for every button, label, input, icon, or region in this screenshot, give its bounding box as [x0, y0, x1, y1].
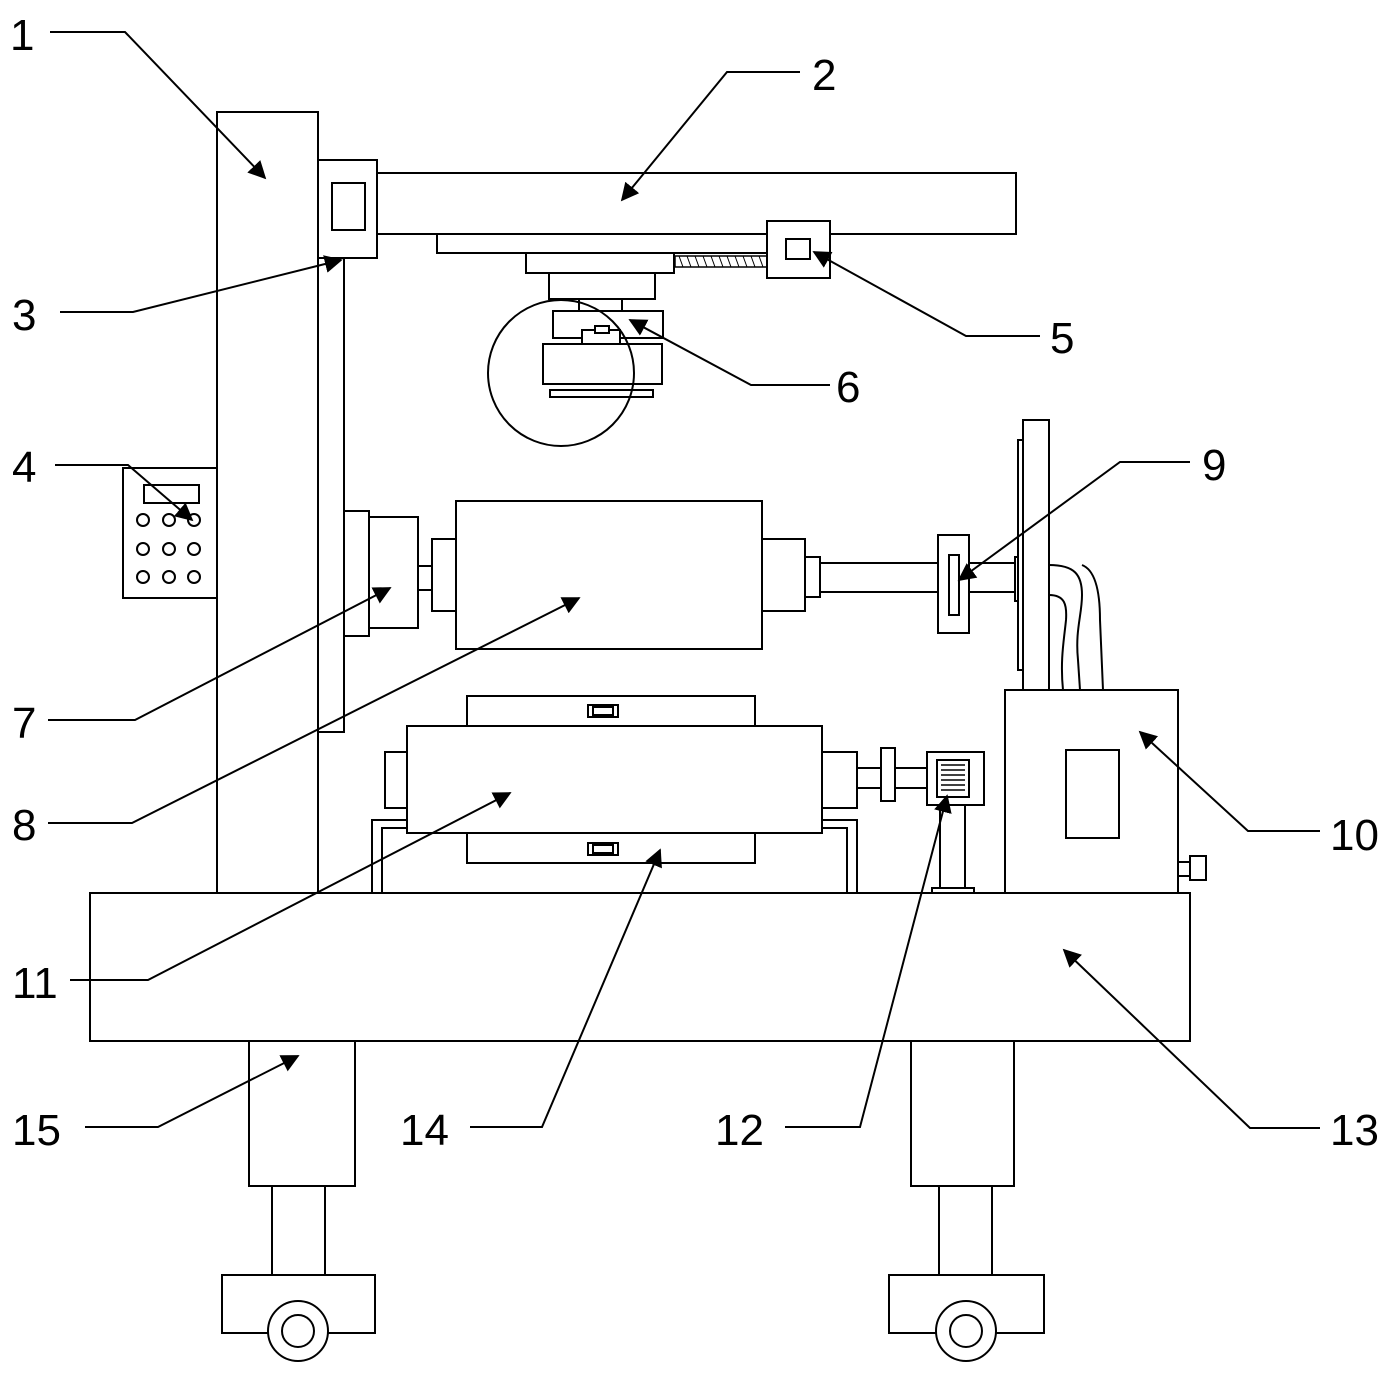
vertical-disc [1014, 419, 1050, 691]
callout-15: 15 [12, 1106, 61, 1155]
callout-13: 13 [1330, 1106, 1379, 1155]
callout-10: 10 [1330, 811, 1379, 860]
leader-15 [85, 1055, 300, 1128]
callout-8: 8 [12, 801, 36, 850]
leader-6 [628, 319, 830, 386]
callout-5: 5 [1050, 314, 1074, 363]
leader-11 [70, 792, 512, 981]
leader-9 [957, 461, 1190, 582]
leader-13 [1062, 948, 1320, 1129]
callout-14: 14 [400, 1106, 449, 1155]
leader-7 [48, 587, 392, 721]
leader-14 [470, 848, 662, 1128]
left-leg [221, 1040, 376, 1362]
callout-1: 1 [10, 11, 34, 60]
workpiece-roller [455, 500, 939, 650]
callout-7: 7 [12, 699, 36, 748]
lower-roller [371, 695, 858, 893]
drive-motor [856, 747, 985, 895]
workbench [89, 892, 1191, 1042]
horizontal-arm [376, 172, 1017, 254]
leader-5 [812, 251, 1040, 337]
slider-block [317, 159, 378, 259]
grinding-head [487, 252, 675, 447]
slide-rail [317, 257, 345, 733]
control-panel [122, 467, 218, 599]
callout-labels: 1 2 3 4 5 6 7 8 9 10 11 12 13 14 15 [10, 11, 1379, 1155]
leader-2 [620, 71, 800, 202]
leader-4 [55, 464, 194, 522]
right-leg [888, 1040, 1045, 1362]
callout-2: 2 [812, 51, 836, 100]
callout-3: 3 [12, 291, 36, 340]
leader-lines [48, 31, 1320, 1129]
callout-12: 12 [715, 1106, 764, 1155]
vertical-column [216, 111, 319, 895]
dust-box [1004, 689, 1207, 894]
screw-motor [674, 220, 831, 279]
callout-4: 4 [12, 443, 36, 492]
leader-12 [785, 794, 952, 1128]
leader-1 [50, 31, 267, 180]
callout-9: 9 [1202, 441, 1226, 490]
hose [1048, 564, 1104, 691]
coupling [937, 534, 1016, 634]
callout-11: 11 [12, 959, 58, 1008]
leader-8 [48, 597, 581, 824]
leader-3 [60, 255, 343, 313]
callout-6: 6 [836, 363, 860, 412]
leader-10 [1138, 730, 1320, 832]
rotating-chuck [343, 510, 457, 637]
